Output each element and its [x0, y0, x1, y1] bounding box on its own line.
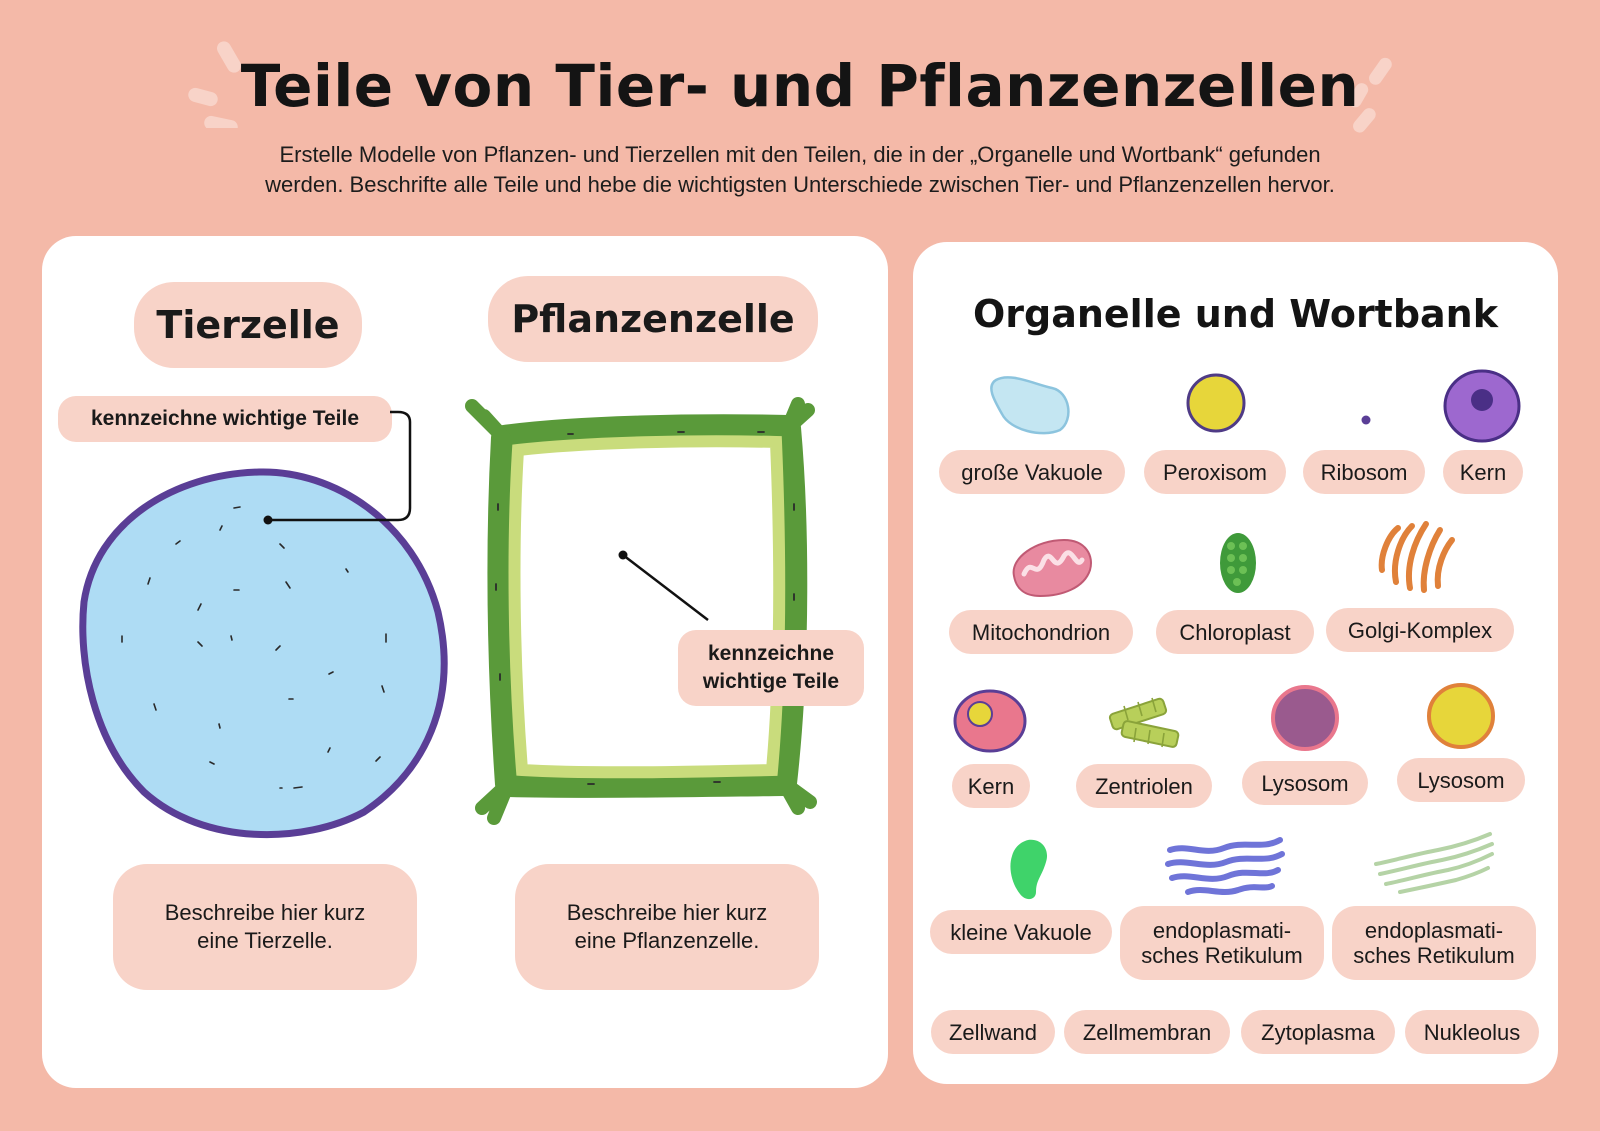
plant-description-line-2: eine Pflanzenzelle.: [574, 928, 760, 953]
ribosome-icon: [1361, 415, 1371, 425]
animal-description-line-2: eine Tierzelle.: [197, 928, 333, 953]
plant-description-line-1: Beschreibe hier kurz: [566, 900, 768, 925]
rough-er-icon: [1165, 837, 1285, 895]
page-title: Teile von Tier- und Pflanzenzellen: [240, 52, 1360, 120]
large-vacuole-icon: [990, 376, 1070, 435]
word-rough-er[interactable]: endoplasmati- sches Retikulum: [1120, 906, 1324, 980]
plant-cell-heading: Pflanzenzelle: [488, 276, 818, 362]
word-lysosome[interactable]: Lysosom: [1242, 761, 1368, 805]
golgi-icon: [1378, 521, 1455, 593]
peroxisome-icon: [1186, 373, 1246, 433]
mitochondrion-icon: [1012, 538, 1092, 598]
word-nucleus-2[interactable]: Kern: [952, 764, 1030, 808]
animal-description-line-1: Beschreibe hier kurz: [164, 900, 366, 925]
plant-cell-label-box[interactable]: kennzeichne wichtige Teile: [678, 630, 864, 706]
page-instructions: Erstelle Modelle von Pflanzen- und Tierz…: [150, 140, 1450, 200]
word-large-vacuole[interactable]: große Vakuole: [939, 450, 1125, 494]
animal-cell-drawing: [79, 410, 448, 839]
lysosome-purple-icon: [1271, 685, 1339, 751]
animal-cell-membrane: [79, 468, 448, 839]
plant-label-line-2: wichtige Teile: [702, 670, 840, 693]
small-vacuole-icon: [1010, 839, 1048, 900]
sparkle-right-icon: [1348, 57, 1392, 133]
cytoplasm-specks: [121, 506, 387, 789]
animal-cell-label-box[interactable]: kennzeichne wichtige Teile: [58, 396, 392, 442]
rough-er-line-1: endoplasmati-: [1152, 918, 1292, 943]
plant-cell-description-box[interactable]: Beschreibe hier kurz eine Pflanzenzelle.: [515, 864, 819, 990]
word-centrioles[interactable]: Zentriolen: [1076, 764, 1212, 808]
chloroplast-icon: [1220, 533, 1256, 593]
lysosome-yellow-icon: [1427, 683, 1495, 749]
plant-label-leader-line: [622, 554, 709, 621]
word-cell-wall[interactable]: Zellwand: [931, 1010, 1055, 1054]
instructions-line-2: werden. Beschrifte alle Teile und hebe d…: [265, 172, 1335, 197]
plant-label-line-1: kennzeichne: [707, 642, 835, 665]
word-bank-title: Organelle und Wortbank: [972, 292, 1499, 336]
animal-label-leader-line: [268, 410, 412, 522]
word-ribosome[interactable]: Ribosom: [1303, 450, 1425, 494]
word-smooth-er[interactable]: endoplasmati- sches Retikulum: [1332, 906, 1536, 980]
smooth-er-line-1: endoplasmati-: [1364, 918, 1504, 943]
word-peroxisome[interactable]: Peroxisom: [1144, 450, 1286, 494]
plant-cell-membrane: [508, 435, 786, 779]
nucleus-pink-icon: [953, 689, 1027, 753]
sparkle-left-icon: [188, 41, 241, 128]
word-nucleolus[interactable]: Nukleolus: [1405, 1010, 1539, 1054]
word-golgi-complex[interactable]: Golgi-Komplex: [1326, 608, 1514, 652]
word-cell-membrane[interactable]: Zellmembran: [1064, 1010, 1230, 1054]
word-nucleus[interactable]: Kern: [1443, 450, 1523, 494]
word-lysosome-2[interactable]: Lysosom: [1397, 758, 1525, 802]
centrioles-icon: [1108, 697, 1180, 748]
plant-cell-wall: [465, 397, 817, 825]
animal-cell-heading: Tierzelle: [134, 282, 362, 368]
nucleus-purple-icon: [1443, 369, 1521, 443]
word-chloroplast[interactable]: Chloroplast: [1156, 610, 1314, 654]
word-cytoplasm[interactable]: Zytoplasma: [1241, 1010, 1395, 1054]
smooth-er-line-2: sches Retikulum: [1353, 943, 1515, 968]
instructions-line-1: Erstelle Modelle von Pflanzen- und Tierz…: [279, 142, 1321, 167]
rough-er-line-2: sches Retikulum: [1141, 943, 1303, 968]
smooth-er-icon: [1374, 832, 1494, 894]
word-mitochondrion[interactable]: Mitochondrion: [949, 610, 1133, 654]
word-small-vacuole[interactable]: kleine Vakuole: [930, 910, 1112, 954]
plant-cell-drawing: [465, 397, 817, 825]
animal-cell-description-box[interactable]: Beschreibe hier kurz eine Tierzelle.: [113, 864, 417, 990]
